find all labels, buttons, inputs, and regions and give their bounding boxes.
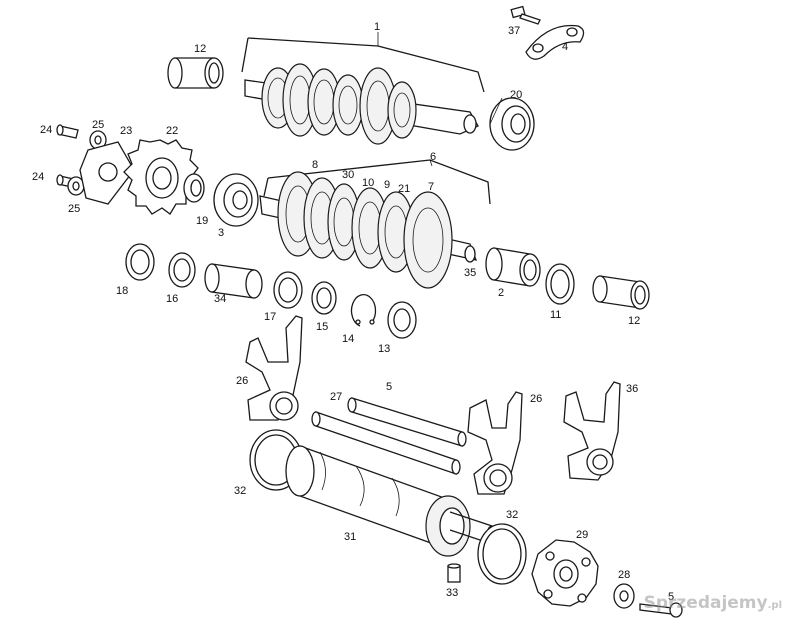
needle-bushing-12-right — [592, 275, 650, 310]
label-part-28: 28 — [618, 569, 630, 581]
label-part-36: 36 — [626, 383, 638, 395]
label-part-31: 31 — [344, 531, 356, 543]
washer-17 — [273, 271, 303, 309]
label-part-33: 33 — [446, 587, 458, 599]
label-part-5-mid: 5 — [386, 381, 392, 393]
screws-24 — [56, 124, 79, 189]
part-labels: 1 4 37 12 20 24 25 23 22 6 24 25 19 3 8 … — [32, 21, 674, 603]
spacer-19 — [183, 173, 205, 203]
label-part-20: 20 — [510, 89, 522, 101]
countershaft-assembly — [259, 159, 491, 289]
washer-11 — [545, 263, 575, 305]
label-part-19: 19 — [196, 215, 208, 227]
label-part-9: 9 — [384, 179, 390, 191]
label-part-25-bottom: 25 — [68, 203, 80, 215]
label-part-32-left: 32 — [234, 485, 246, 497]
main-shaft-gears — [261, 63, 417, 145]
label-part-21: 21 — [398, 183, 410, 195]
needle-bearing-2 — [485, 247, 541, 287]
watermark: Sprzedajemy.pl — [644, 593, 782, 613]
label-part-15: 15 — [316, 321, 328, 333]
label-part-18: 18 — [116, 285, 128, 297]
oring-32-right — [477, 523, 527, 585]
label-part-37: 37 — [508, 25, 520, 37]
label-part-27: 27 — [330, 391, 342, 403]
label-part-12-top: 12 — [194, 43, 206, 55]
label-part-13: 13 — [378, 343, 390, 355]
bearing-20 — [489, 97, 535, 151]
label-part-12-right: 12 — [628, 315, 640, 327]
main-shaft-assembly — [241, 32, 485, 145]
label-part-24-top: 24 — [40, 124, 52, 136]
label-part-16: 16 — [166, 293, 178, 305]
label-part-3: 3 — [218, 227, 224, 239]
label-part-30: 30 — [342, 169, 354, 181]
label-part-34: 34 — [214, 293, 226, 305]
label-part-26-left: 26 — [236, 375, 248, 387]
bracket-4 — [525, 24, 585, 60]
label-part-4: 4 — [562, 41, 568, 53]
bushing-34 — [204, 263, 263, 299]
watermark-tld: .pl — [767, 600, 782, 611]
label-part-23: 23 — [120, 125, 132, 137]
label-part-1: 1 — [374, 21, 380, 33]
washer-28 — [613, 583, 635, 609]
label-part-10: 10 — [362, 177, 374, 189]
washer-18 — [125, 243, 155, 281]
shift-drum-31 — [285, 445, 498, 557]
washers-25 — [67, 130, 107, 196]
label-part-8: 8 — [312, 159, 318, 171]
label-part-17: 17 — [264, 311, 276, 323]
label-part-7: 7 — [428, 181, 434, 193]
washer-15 — [311, 281, 337, 315]
screw-37 — [510, 5, 541, 25]
label-part-22: 22 — [166, 125, 178, 137]
label-part-24-bottom: 24 — [32, 171, 44, 183]
shift-fork-26-right — [467, 391, 523, 495]
sprocket-22 — [123, 139, 199, 215]
label-part-14: 14 — [342, 333, 354, 345]
watermark-text: Sprzedajemy — [643, 593, 768, 613]
shift-fork-36 — [563, 381, 621, 481]
label-part-6: 6 — [430, 151, 436, 163]
label-part-26-right: 26 — [530, 393, 542, 405]
countershaft-gears — [277, 171, 453, 289]
label-part-29: 29 — [576, 529, 588, 541]
needle-bushing-12-top — [167, 57, 224, 89]
washer-13 — [387, 301, 417, 339]
washer-16 — [168, 252, 196, 288]
label-part-35: 35 — [464, 267, 476, 279]
label-part-32-right: 32 — [506, 509, 518, 521]
shift-fork-26-left — [245, 315, 303, 421]
circlip-14 — [350, 294, 377, 327]
bearing-3 — [213, 173, 259, 227]
lock-plate-23 — [79, 141, 135, 205]
screw-5-bottom — [639, 602, 683, 618]
label-part-25-top: 25 — [92, 119, 104, 131]
label-part-11: 11 — [550, 309, 561, 321]
shaft-5-and-27 — [311, 397, 467, 475]
bracket-line-1 — [247, 37, 485, 93]
bracket-line-1b — [241, 37, 249, 73]
star-cam-29 — [531, 539, 599, 607]
label-part-2: 2 — [498, 287, 504, 299]
pin-33 — [447, 563, 461, 583]
label-part-5-bottom: 5 — [668, 591, 674, 603]
